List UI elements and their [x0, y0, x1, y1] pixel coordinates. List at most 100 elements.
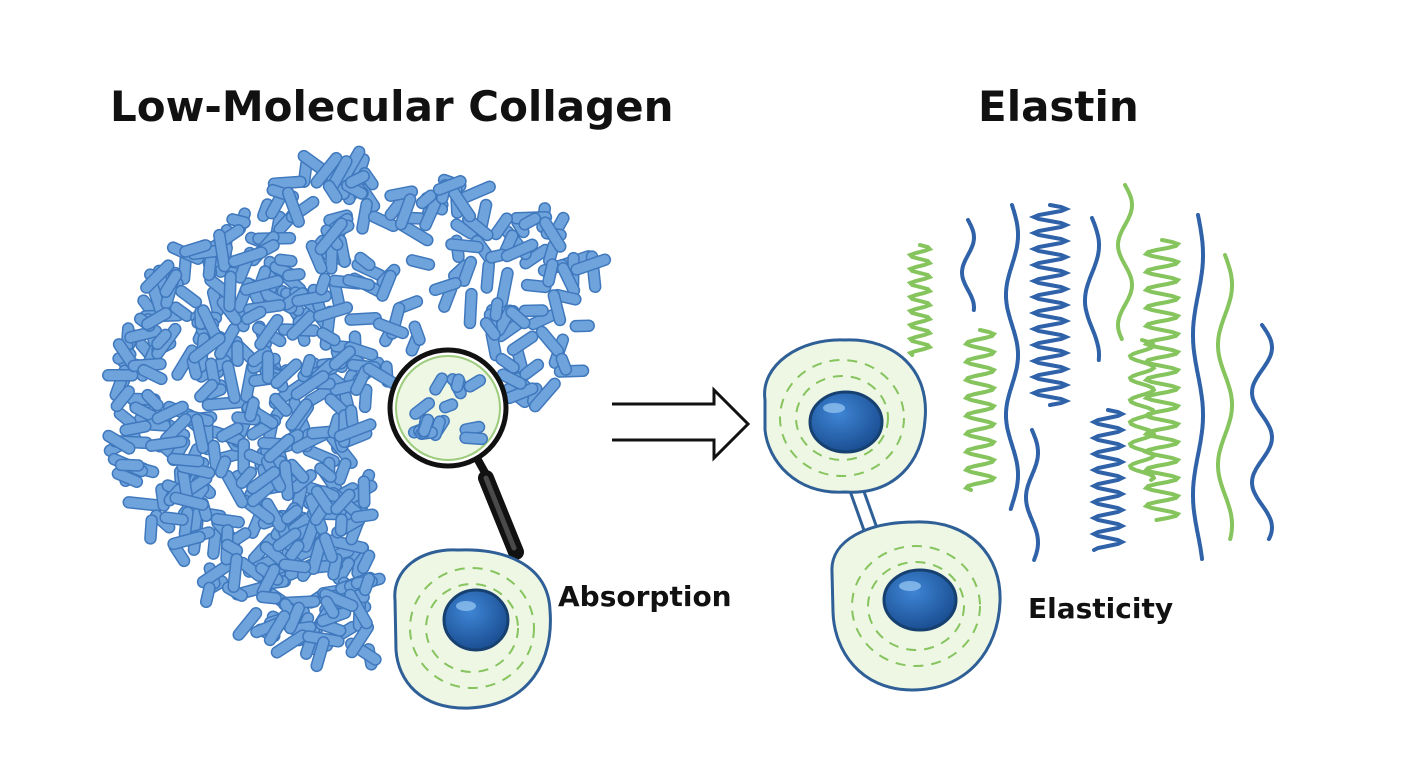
collagen-fragment [223, 270, 237, 313]
collagen-fragment [169, 491, 209, 511]
collagen-fragment [263, 610, 291, 647]
collagen-fragment [102, 369, 139, 382]
collagen-fragment [350, 508, 379, 524]
collagen-fragment [489, 297, 504, 322]
collagen-fragment [167, 530, 206, 551]
absorbing-cell [393, 548, 552, 710]
collagen-fragment [227, 552, 243, 594]
elastin-title: Elastin [978, 82, 1139, 131]
elastin-fiber-blue [1083, 216, 1101, 362]
collagen-fragment [328, 345, 356, 371]
magnifier-icon [387, 347, 524, 560]
collagen-fragment [261, 350, 275, 385]
collagen-fragment [159, 269, 183, 299]
collagen-fragment [269, 392, 293, 417]
collagen-fragment [372, 317, 410, 340]
collagen-fragment [319, 588, 359, 612]
collagen-fragment [290, 370, 330, 401]
collagen-fragment [114, 458, 145, 472]
elastin-fiber-blue [1004, 203, 1020, 511]
collagen-fragment [141, 307, 173, 331]
collagen-fragment [239, 274, 284, 296]
collagen-fragment [445, 238, 484, 254]
lens-fragment [438, 398, 459, 414]
collagen-fragment [394, 193, 417, 231]
elastin-fiber-green [1115, 183, 1135, 341]
elastin-fiber-blue [959, 218, 977, 312]
collagen-fragment [145, 435, 188, 452]
collagen-fragment [159, 511, 189, 526]
collagen-fragment [506, 330, 539, 356]
collagen-fragment [246, 465, 281, 495]
collagen-fragment [330, 488, 356, 516]
collagen-fragment [314, 462, 337, 484]
collagen-fragment [555, 352, 573, 376]
collagen-fragment [231, 340, 244, 368]
collagen-fragment [315, 272, 332, 296]
collagen-fragment [227, 246, 268, 268]
collagen-fragment [318, 532, 339, 564]
collagen-fragment [480, 259, 495, 294]
collagen-fragment [479, 317, 501, 341]
collagen-fragments-cluster [102, 145, 612, 673]
collagen-fragment [314, 217, 348, 256]
collagen-fragment [254, 313, 284, 351]
collagen-fragment [221, 359, 241, 405]
collagen-fragment [320, 595, 340, 620]
elastin-fiber-green [962, 328, 998, 492]
collagen-fragment [310, 485, 335, 515]
elastin-fiber-blue [1089, 408, 1127, 552]
collagen-fragment [199, 581, 216, 609]
elastin-fiber-green [906, 243, 934, 357]
collagen-fragment [244, 396, 260, 423]
collagen-fragment [119, 420, 152, 437]
collagen-fragment [110, 385, 135, 413]
collagen-fragment [505, 305, 531, 330]
collagen-fragment [235, 466, 258, 490]
collagen-fragment [457, 255, 478, 287]
elastic-cell-top [763, 338, 927, 494]
collagen-fragment [111, 467, 144, 488]
collagen-fragment [214, 455, 232, 479]
collagen-fragment [256, 590, 282, 605]
collagen-fragment [322, 179, 343, 204]
collagen-fragment [358, 572, 376, 597]
elastin-fiber-blue [1191, 213, 1205, 561]
collagen-fragment [528, 377, 561, 413]
collagen-fragment [240, 305, 267, 326]
collagen-title: Low-Molecular Collagen [110, 82, 674, 131]
collagen-fragment [432, 175, 467, 196]
elastin-fiber-blue [1249, 323, 1275, 541]
collagen-fragment [312, 301, 354, 323]
collagen-fragment [272, 527, 302, 553]
collagen-fragment [358, 383, 373, 414]
arrow-right-icon [612, 386, 751, 462]
collagen-fragment [405, 254, 436, 271]
collagen-fragment [179, 239, 212, 258]
collagen-fragment [376, 269, 397, 302]
collagen-fragment [333, 418, 377, 443]
collagen-fragment [408, 320, 426, 346]
collagen-fragment [232, 607, 263, 641]
collagen-fragment [141, 388, 164, 412]
collagen-fragment [285, 398, 313, 432]
collagen-fragment [278, 558, 312, 574]
lens-fragment [409, 397, 436, 420]
collagen-fragment [496, 368, 527, 390]
collagen-fragment [489, 212, 514, 241]
collagen-fragment [102, 429, 136, 455]
collagen-fragment [213, 228, 231, 273]
elastin-fiber-green [1142, 238, 1182, 522]
collagen-fragment [539, 216, 567, 253]
elasticity-label: Elasticity [1028, 592, 1174, 625]
collagen-fragment [354, 251, 376, 272]
lens-fragment [429, 372, 449, 396]
collagen-fragment [570, 253, 612, 276]
lens-fragment [450, 373, 465, 393]
collagen-fragment [151, 328, 172, 351]
collagen-fragment [281, 186, 305, 228]
collagen-fragment [220, 538, 244, 557]
collagen-fragment [333, 457, 352, 486]
lens-fragment [459, 431, 489, 446]
